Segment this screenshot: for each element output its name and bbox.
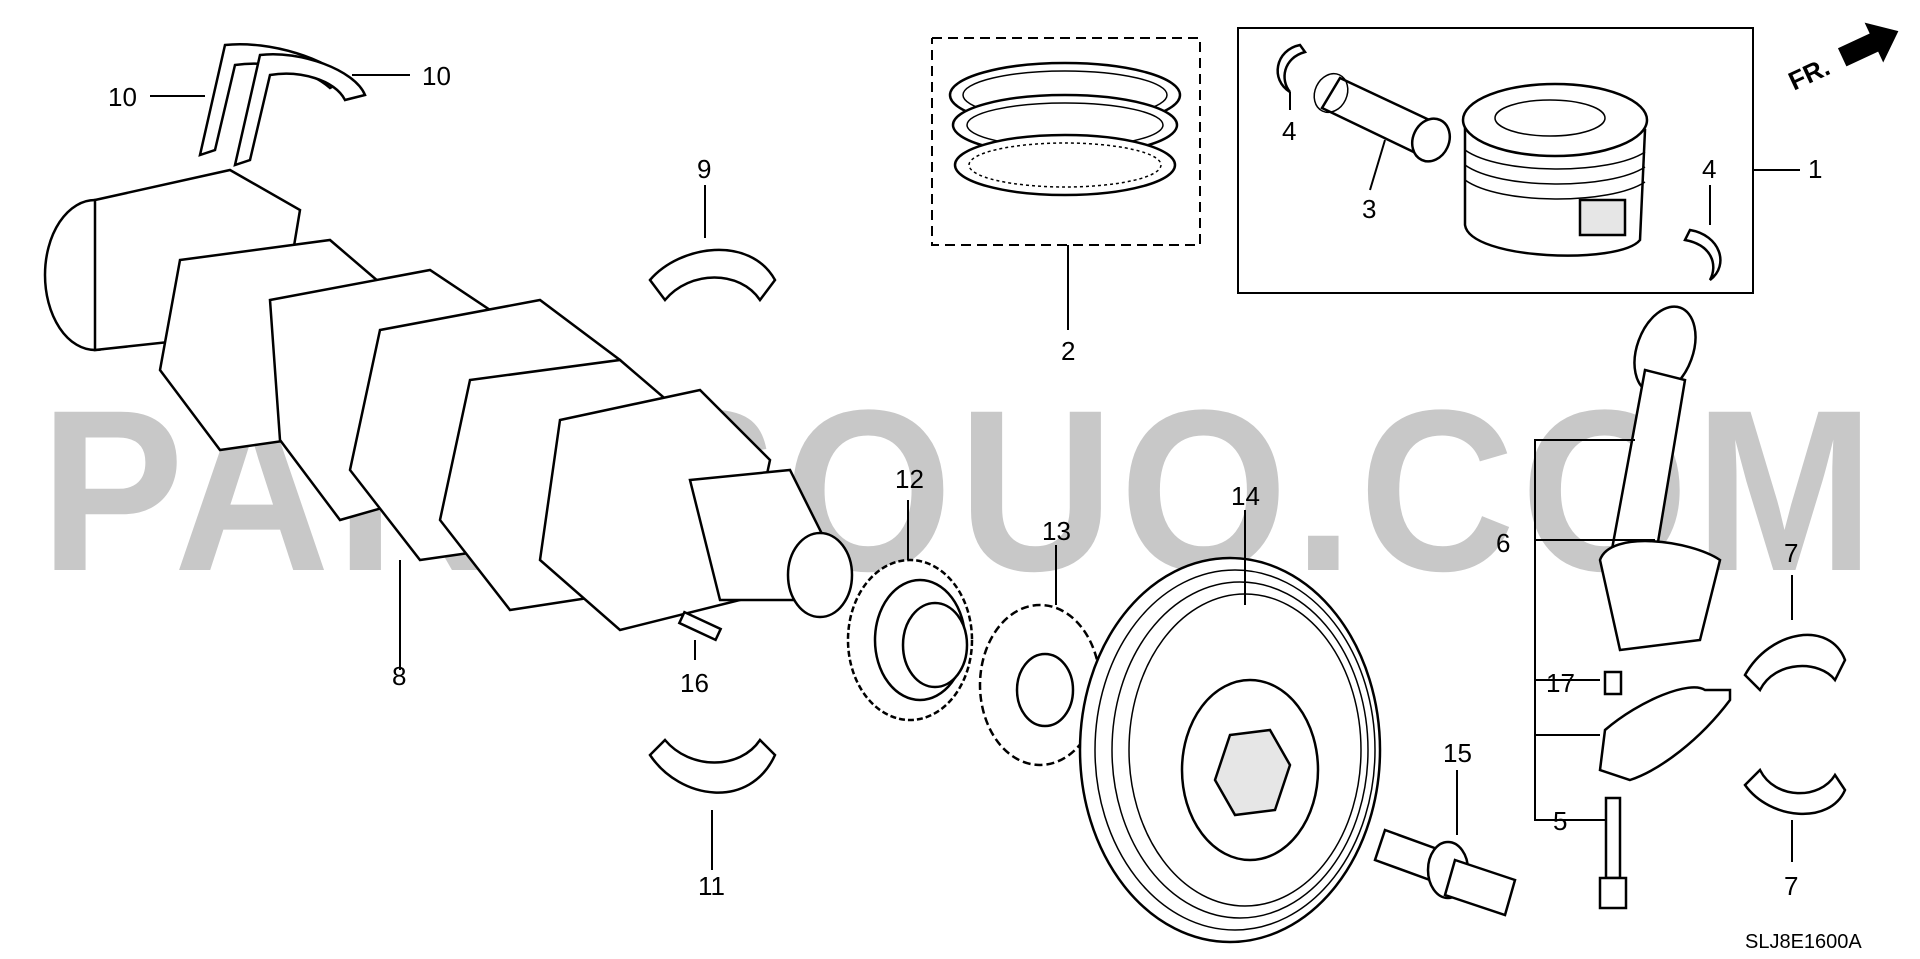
rod-bearing-lower[interactable] bbox=[1743, 767, 1847, 815]
piston-pin[interactable] bbox=[1308, 68, 1457, 167]
callout-3: 3 bbox=[1362, 194, 1376, 224]
connecting-rod[interactable] bbox=[1598, 298, 1722, 652]
crankshaft[interactable] bbox=[43, 168, 854, 670]
callout-8: 8 bbox=[392, 661, 406, 691]
piston-pin-clip-right[interactable] bbox=[1683, 228, 1722, 281]
crankshaft-timing-gear[interactable] bbox=[846, 500, 974, 722]
callout-4a: 4 bbox=[1282, 116, 1296, 146]
callout-10a: 10 bbox=[108, 82, 137, 112]
diagram-code: SLJ8E1600A bbox=[1745, 931, 1862, 953]
callout-16: 16 bbox=[680, 668, 709, 698]
fr-label: FR. bbox=[1784, 51, 1835, 96]
main-bearing-lower[interactable] bbox=[648, 738, 777, 794]
crankshaft-pulse-plate[interactable] bbox=[978, 545, 1102, 767]
callout-11: 11 bbox=[698, 871, 725, 901]
callout-10b: 10 bbox=[422, 61, 451, 91]
callout-1: 1 bbox=[1808, 154, 1822, 184]
rod-bearing-upper[interactable] bbox=[1743, 633, 1847, 693]
callout-6: 6 bbox=[1496, 528, 1510, 558]
connecting-rod-bolt[interactable] bbox=[1598, 796, 1628, 910]
piston-ring-set-group bbox=[931, 37, 1201, 330]
callout-5: 5 bbox=[1553, 806, 1567, 836]
callout-14: 14 bbox=[1231, 481, 1260, 511]
woodruff-key[interactable] bbox=[677, 610, 723, 642]
callout-2: 2 bbox=[1061, 336, 1075, 366]
callout-9: 9 bbox=[697, 154, 711, 184]
callout-12: 12 bbox=[895, 464, 924, 494]
connecting-rod-cap[interactable] bbox=[1598, 686, 1732, 782]
fr-arrow-icon bbox=[1837, 22, 1899, 67]
callout-7a: 7 bbox=[1784, 538, 1798, 568]
callout-4b: 4 bbox=[1702, 154, 1716, 184]
front-direction-arrow: FR. bbox=[1784, 22, 1899, 96]
callout-15: 15 bbox=[1443, 738, 1472, 768]
crankshaft-pulley[interactable] bbox=[1078, 510, 1382, 944]
callout-13: 13 bbox=[1042, 516, 1071, 546]
main-bearing-upper[interactable] bbox=[648, 248, 777, 303]
rod-dowel[interactable] bbox=[1603, 670, 1623, 696]
piston-pin-clip-left[interactable] bbox=[1276, 43, 1308, 94]
thrust-washers[interactable] bbox=[150, 43, 410, 167]
callout-17: 17 bbox=[1546, 668, 1575, 698]
piston[interactable] bbox=[1461, 82, 1649, 257]
piston-rings[interactable] bbox=[948, 61, 1182, 197]
pulley-bolt[interactable] bbox=[1373, 770, 1517, 917]
piston-assembly-group bbox=[1237, 27, 1800, 294]
callout-labels: 1 2 3 4 4 5 6 7 7 8 9 10 10 11 12 13 14 … bbox=[108, 61, 1822, 901]
callout-7b: 7 bbox=[1784, 871, 1798, 901]
